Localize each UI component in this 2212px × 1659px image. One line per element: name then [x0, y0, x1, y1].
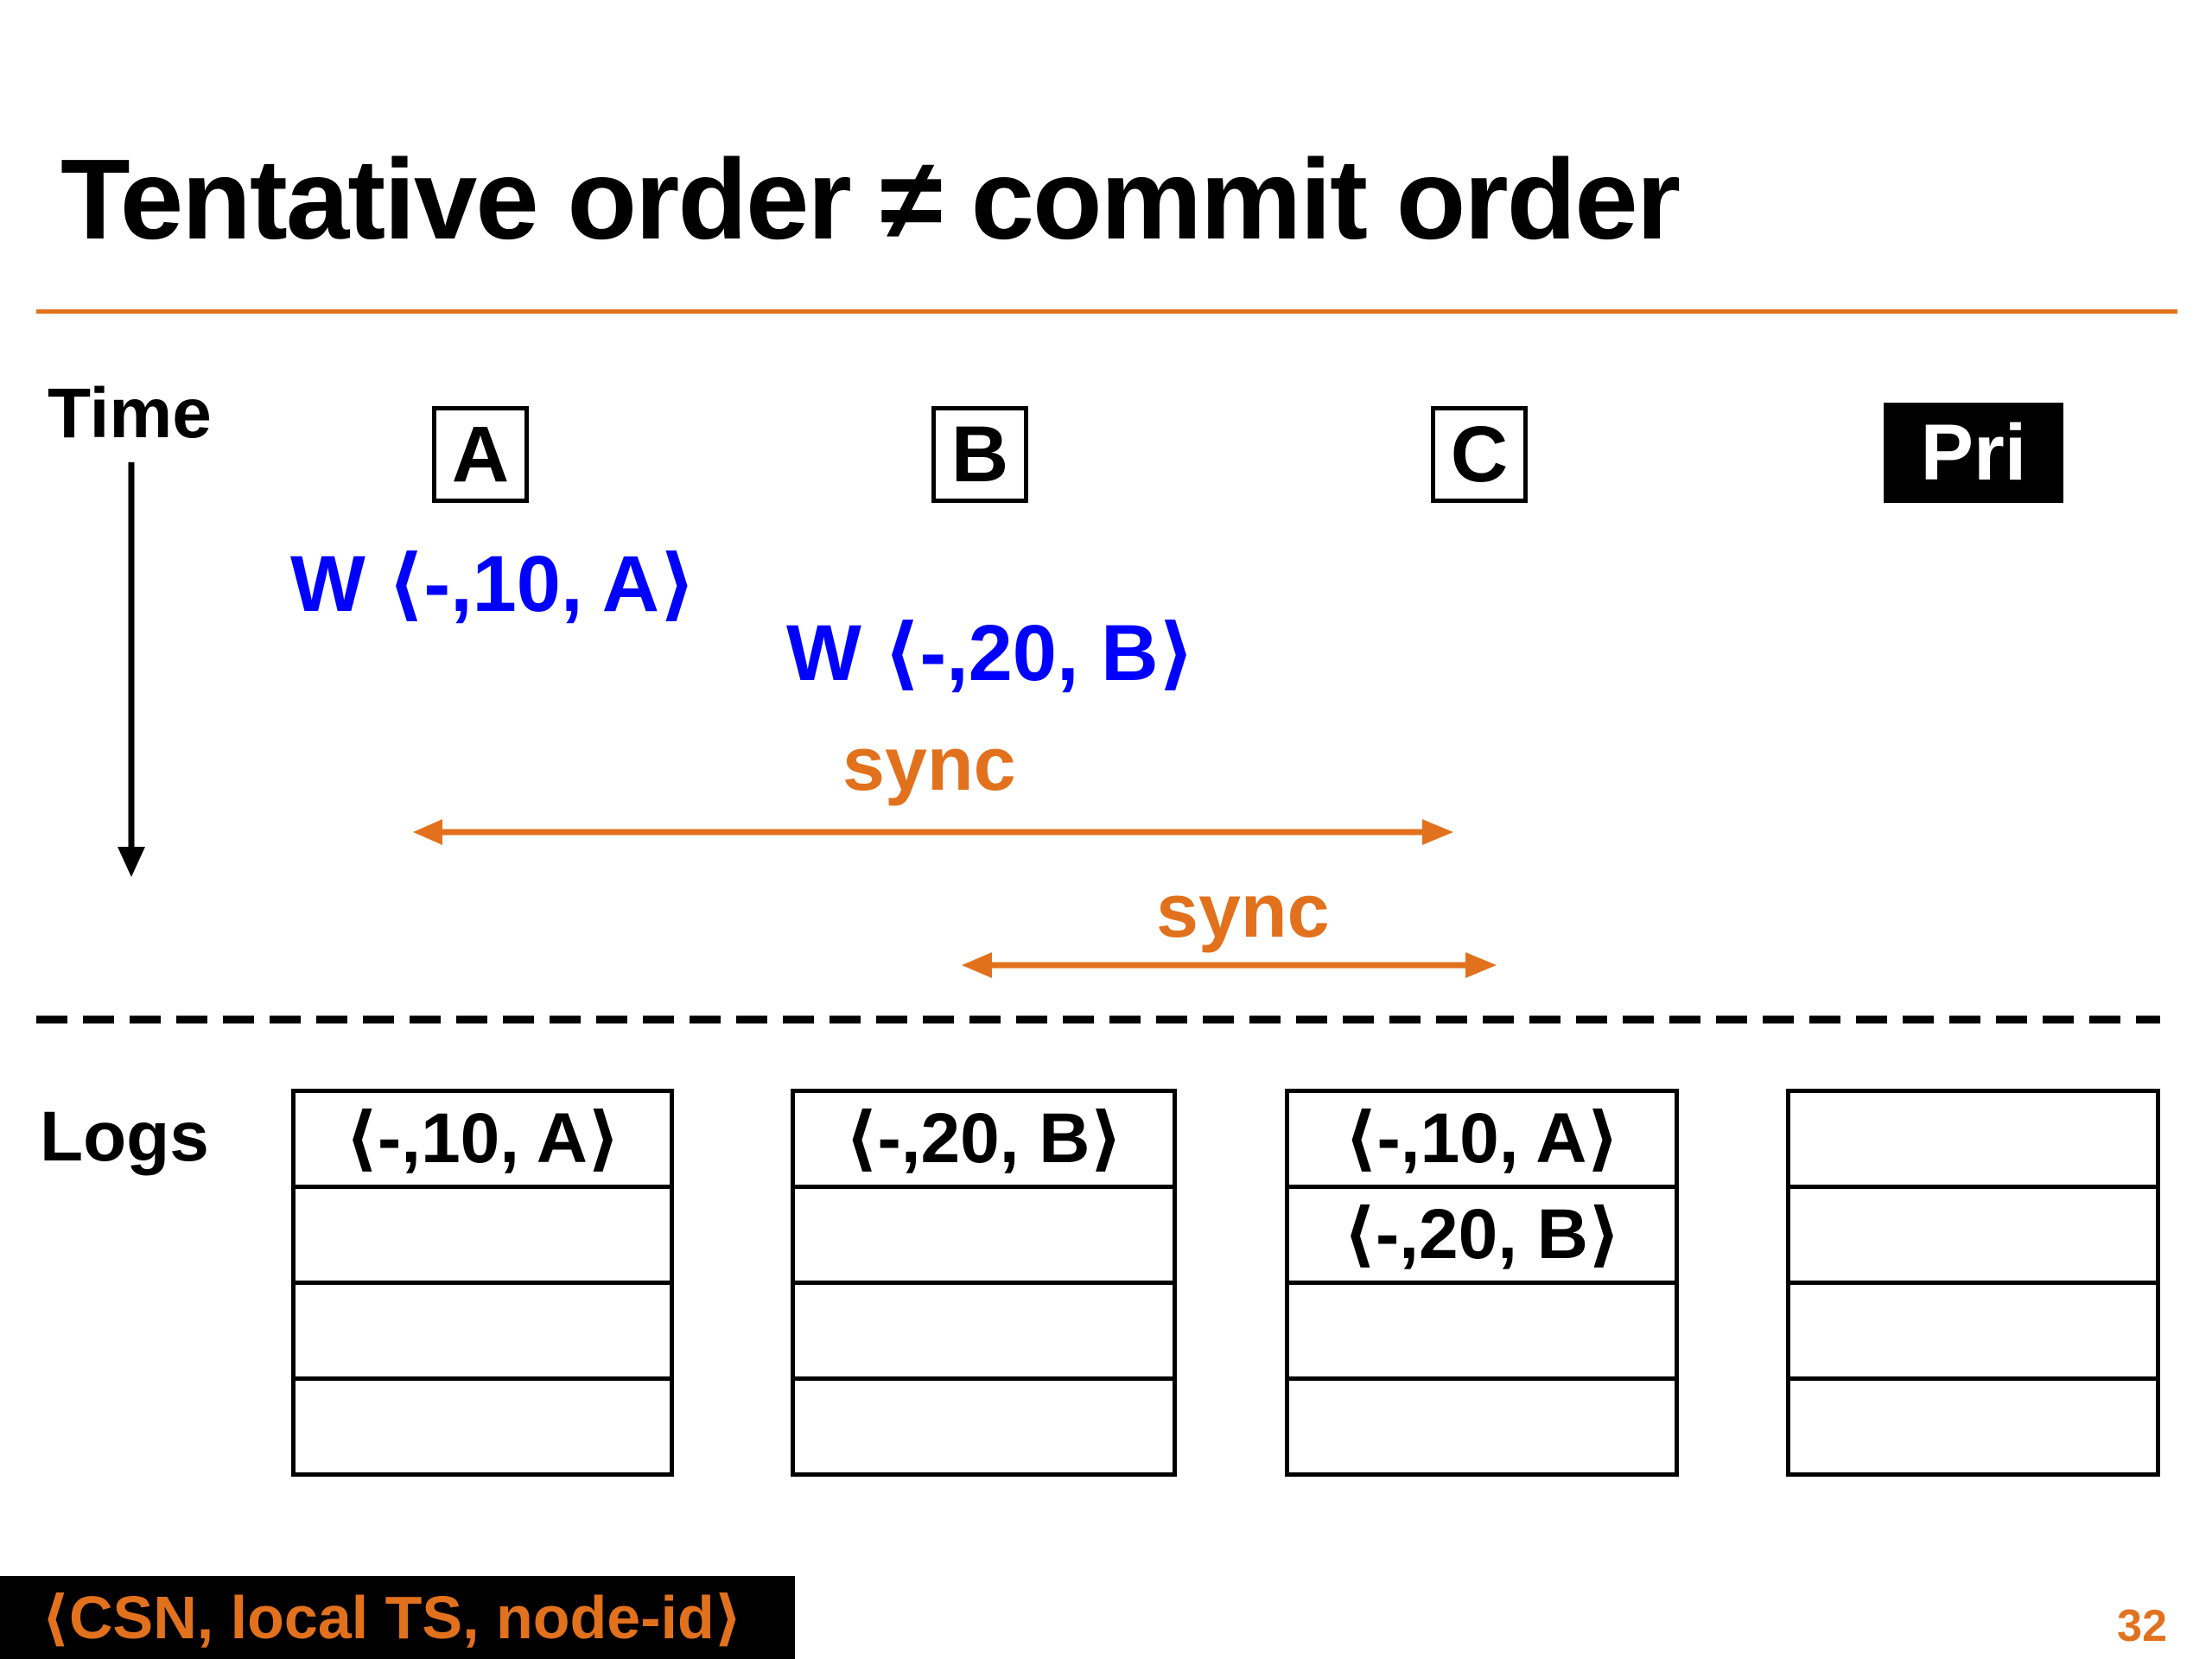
log-entry — [1790, 1189, 2156, 1285]
node-a: A — [432, 406, 529, 503]
sync-arrow-b-c — [962, 952, 1497, 978]
node-c: C — [1431, 406, 1528, 503]
log-a: ⟨-,10, A⟩ — [291, 1089, 674, 1477]
log-entry — [795, 1285, 1173, 1381]
time-label: Time — [48, 374, 212, 453]
node-b: B — [931, 406, 1028, 503]
log-entry: ⟨-,10, A⟩ — [1289, 1093, 1675, 1189]
log-entry: ⟨-,20, B⟩ — [795, 1093, 1173, 1189]
sync-label-b-c: sync — [1156, 868, 1330, 953]
log-entry — [1790, 1093, 2156, 1189]
logs-label: Logs — [40, 1097, 209, 1176]
log-entry — [296, 1381, 670, 1477]
timestamp-format-box: ⟨CSN, local TS, node-id⟩ — [0, 1576, 795, 1659]
log-entry — [296, 1189, 670, 1285]
sync-label-a-c: sync — [842, 721, 1016, 806]
log-entry — [795, 1381, 1173, 1477]
log-entry — [1289, 1285, 1675, 1381]
log-entry: ⟨-,20, B⟩ — [1289, 1189, 1675, 1285]
page-number: 32 — [2117, 1601, 2167, 1651]
log-b: ⟨-,20, B⟩ — [791, 1089, 1177, 1477]
write-a: W ⟨-,10, A⟩ — [290, 540, 696, 628]
time-arrow — [118, 462, 145, 877]
log-entry — [1790, 1285, 2156, 1381]
log-entry — [296, 1285, 670, 1381]
log-pri — [1786, 1089, 2160, 1477]
slide-title: Tentative order ≠ commit order — [60, 136, 1681, 263]
title-underline — [36, 309, 2177, 314]
log-entry: ⟨-,10, A⟩ — [296, 1093, 670, 1189]
log-entry — [1790, 1381, 2156, 1477]
log-entry — [795, 1189, 1173, 1285]
log-entry — [1289, 1381, 1675, 1477]
sync-arrow-a-c — [413, 819, 1453, 845]
log-c: ⟨-,10, A⟩ ⟨-,20, B⟩ — [1285, 1089, 1679, 1477]
node-pri: Pri — [1884, 403, 2063, 503]
write-b: W ⟨-,20, B⟩ — [786, 609, 1195, 697]
